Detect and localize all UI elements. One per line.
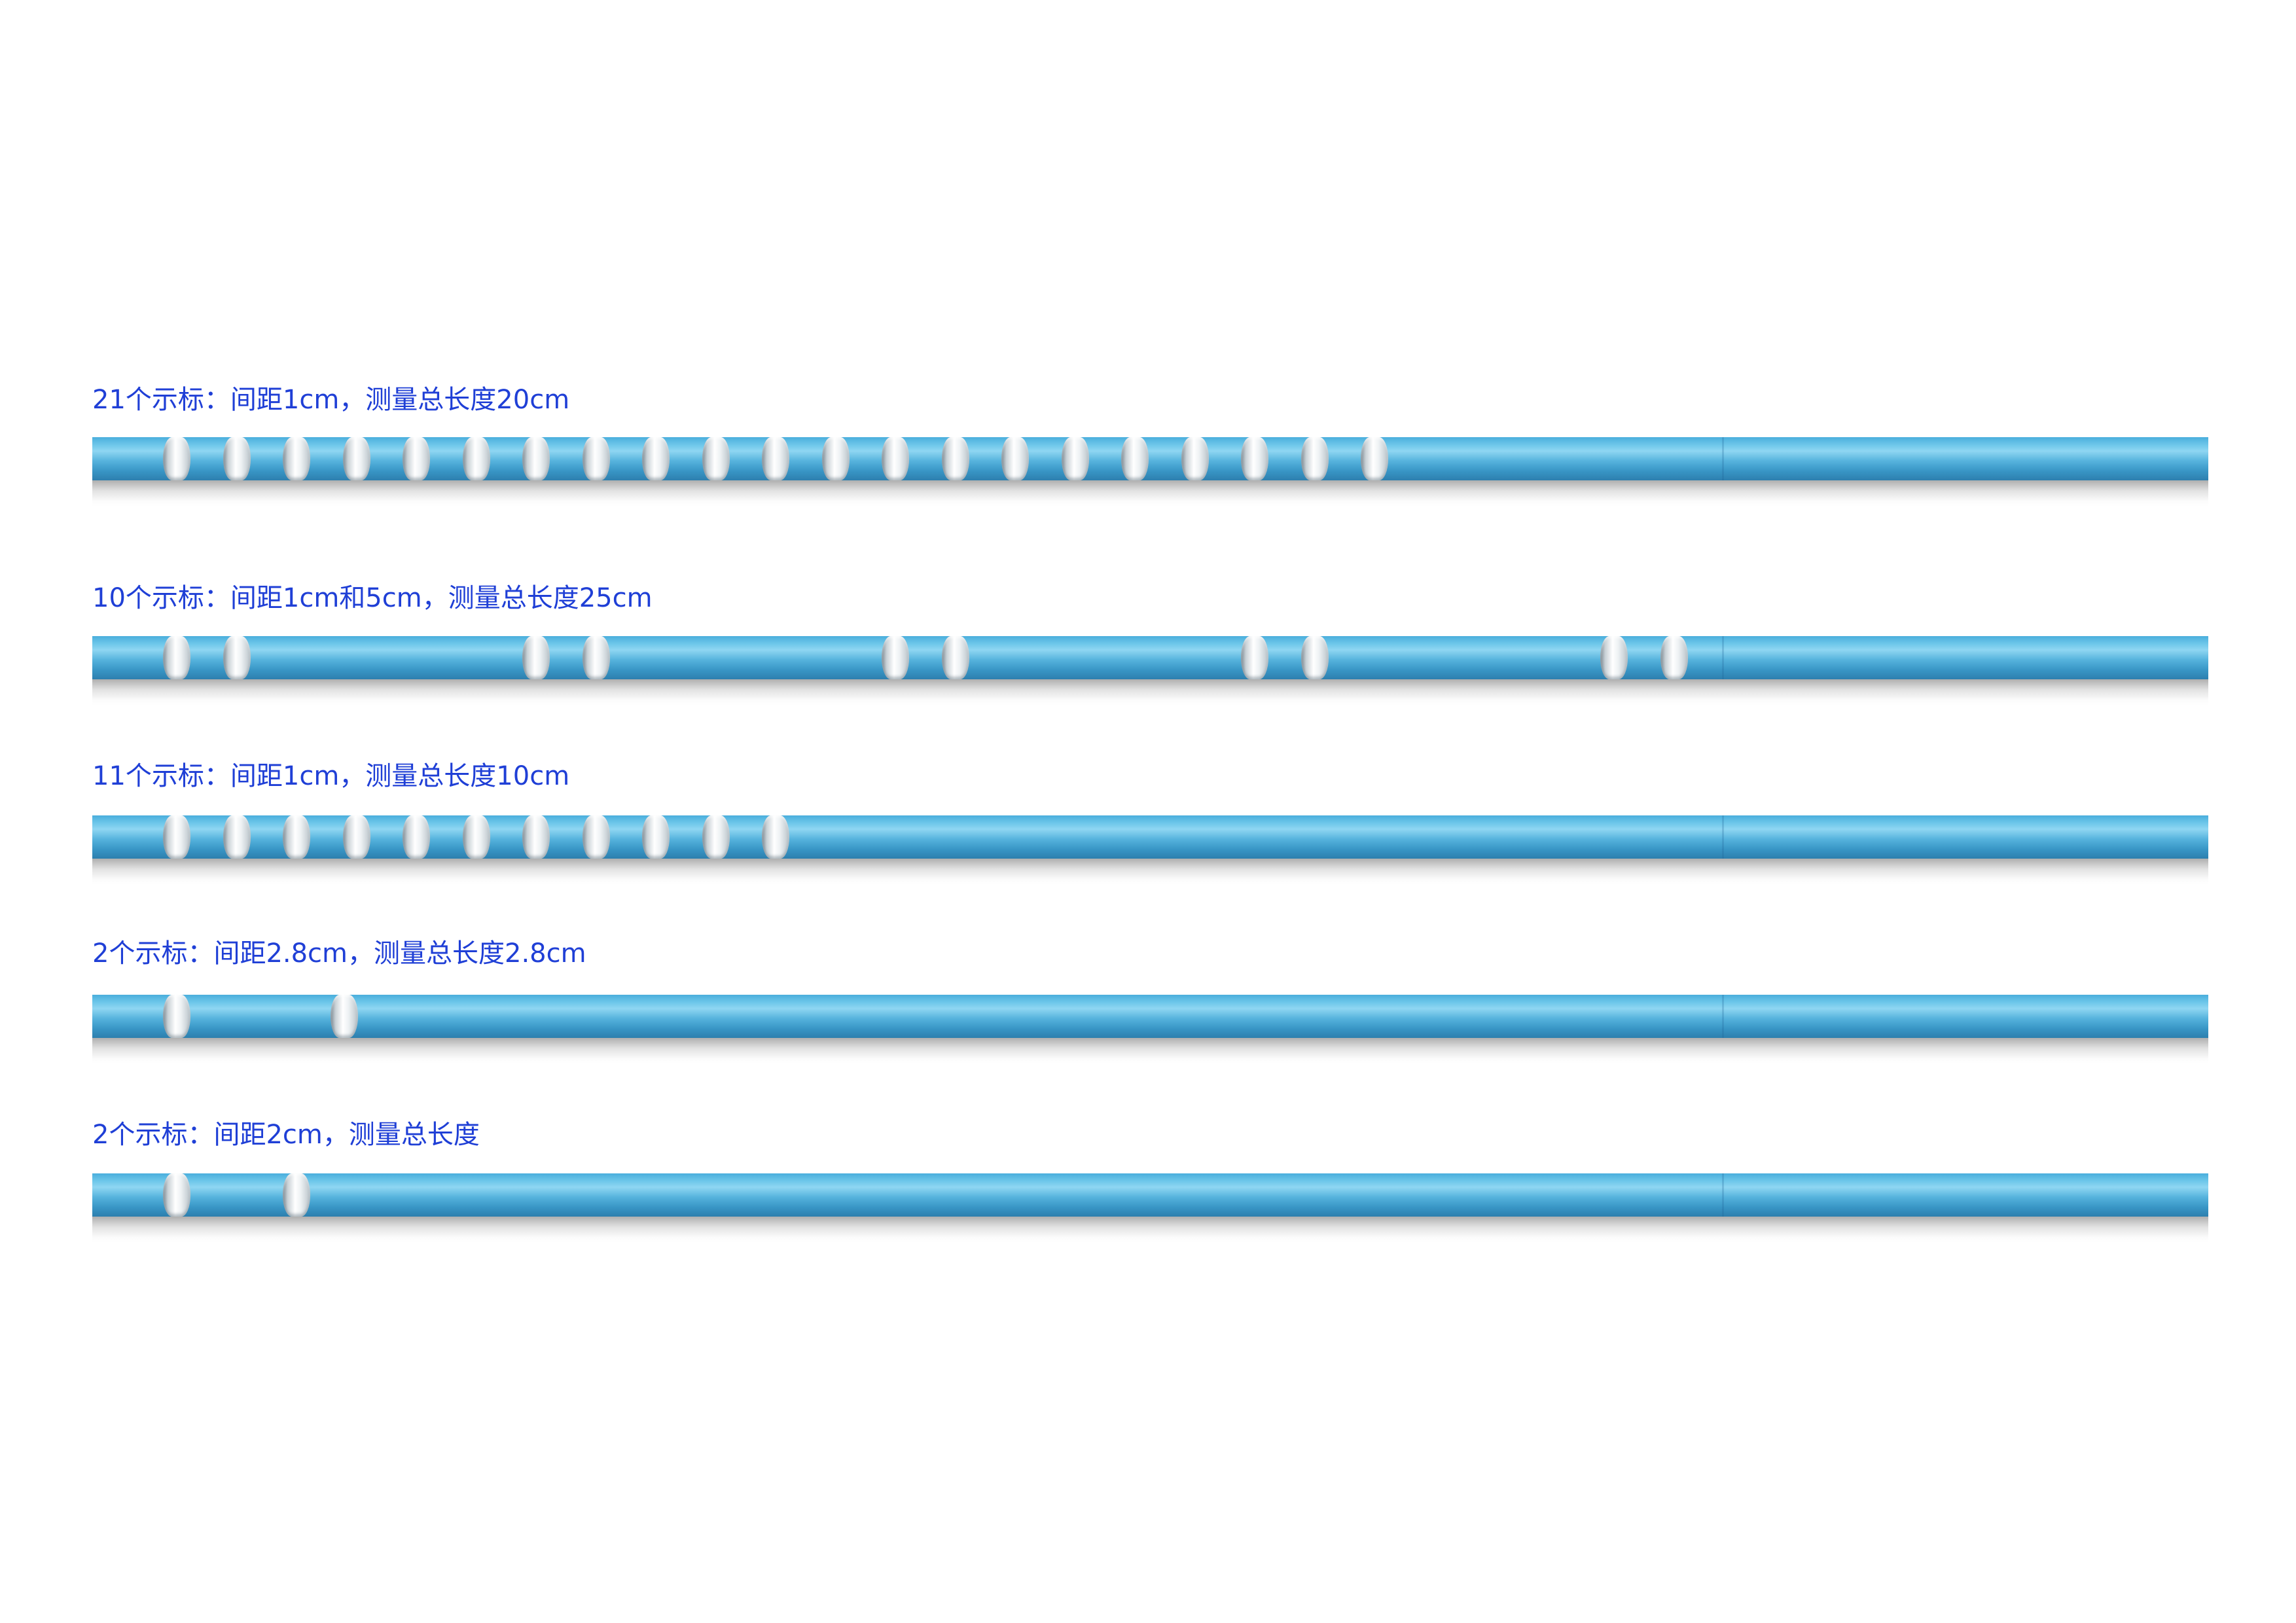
marker-band bbox=[1600, 636, 1628, 679]
marker-band bbox=[582, 636, 610, 679]
marker-rod bbox=[92, 636, 2208, 705]
marker-band bbox=[1300, 437, 1329, 480]
rod-shadow bbox=[92, 859, 2208, 885]
rod-label: 2个示标：间距2cm，测量总长度 bbox=[92, 1120, 480, 1150]
marker-band bbox=[582, 815, 610, 859]
marker-band bbox=[702, 815, 730, 859]
marker-band bbox=[642, 437, 670, 480]
marker-band bbox=[462, 815, 490, 859]
marker-band bbox=[1241, 636, 1268, 679]
rod-seam bbox=[1722, 815, 1724, 859]
marker-band bbox=[283, 437, 310, 480]
marker-band bbox=[702, 437, 730, 480]
marker-band bbox=[882, 437, 909, 480]
marker-band bbox=[163, 1173, 190, 1217]
marker-band bbox=[522, 437, 550, 480]
rod-shadow bbox=[92, 1038, 2208, 1064]
marker-band bbox=[1061, 437, 1089, 480]
marker-band bbox=[1660, 636, 1688, 679]
marker-rod bbox=[92, 995, 2208, 1064]
marker-band bbox=[223, 815, 251, 859]
rod-shadow bbox=[92, 679, 2208, 705]
marker-band bbox=[163, 437, 190, 480]
marker-band bbox=[1361, 437, 1388, 480]
marker-band bbox=[342, 437, 370, 480]
marker-rod bbox=[92, 1173, 2208, 1243]
marker-band bbox=[403, 437, 430, 480]
rod-seam bbox=[1722, 995, 1724, 1038]
marker-band bbox=[762, 815, 789, 859]
marker-band bbox=[1121, 437, 1149, 480]
marker-band bbox=[941, 636, 969, 679]
marker-band bbox=[163, 815, 190, 859]
marker-rod bbox=[92, 437, 2208, 507]
rod-label: 21个示标：间距1cm，测量总长度20cm bbox=[92, 385, 570, 415]
marker-band bbox=[1300, 636, 1329, 679]
rod-shadow bbox=[92, 480, 2208, 507]
marker-band bbox=[163, 636, 190, 679]
marker-band bbox=[522, 815, 550, 859]
rod-label: 10个示标：间距1cm和5cm，测量总长度25cm bbox=[92, 583, 653, 613]
rod-tube bbox=[92, 1173, 2208, 1217]
marker-rod bbox=[92, 815, 2208, 885]
marker-band bbox=[223, 636, 251, 679]
marker-band bbox=[1241, 437, 1268, 480]
rod-seam bbox=[1722, 437, 1724, 480]
marker-band bbox=[462, 437, 490, 480]
marker-band bbox=[283, 815, 310, 859]
marker-band bbox=[331, 995, 359, 1038]
marker-band bbox=[163, 995, 190, 1038]
rod-tube bbox=[92, 815, 2208, 859]
rod-tube bbox=[92, 995, 2208, 1038]
marker-band bbox=[1181, 437, 1209, 480]
marker-band bbox=[642, 815, 670, 859]
marker-band bbox=[821, 437, 850, 480]
rod-label: 2个示标：间距2.8cm，测量总长度2.8cm bbox=[92, 938, 586, 969]
marker-band bbox=[582, 437, 610, 480]
marker-band bbox=[762, 437, 789, 480]
rod-label: 11个示标：间距1cm，测量总长度10cm bbox=[92, 761, 570, 791]
rod-seam bbox=[1722, 1173, 1724, 1217]
rod-tube bbox=[92, 437, 2208, 480]
marker-band bbox=[1001, 437, 1029, 480]
marker-band bbox=[223, 437, 251, 480]
marker-band bbox=[882, 636, 909, 679]
marker-band bbox=[342, 815, 370, 859]
rod-shadow bbox=[92, 1217, 2208, 1243]
marker-band bbox=[403, 815, 430, 859]
marker-band bbox=[941, 437, 969, 480]
rod-tube bbox=[92, 636, 2208, 679]
marker-band bbox=[522, 636, 550, 679]
rod-seam bbox=[1722, 636, 1724, 679]
marker-band bbox=[283, 1173, 310, 1217]
